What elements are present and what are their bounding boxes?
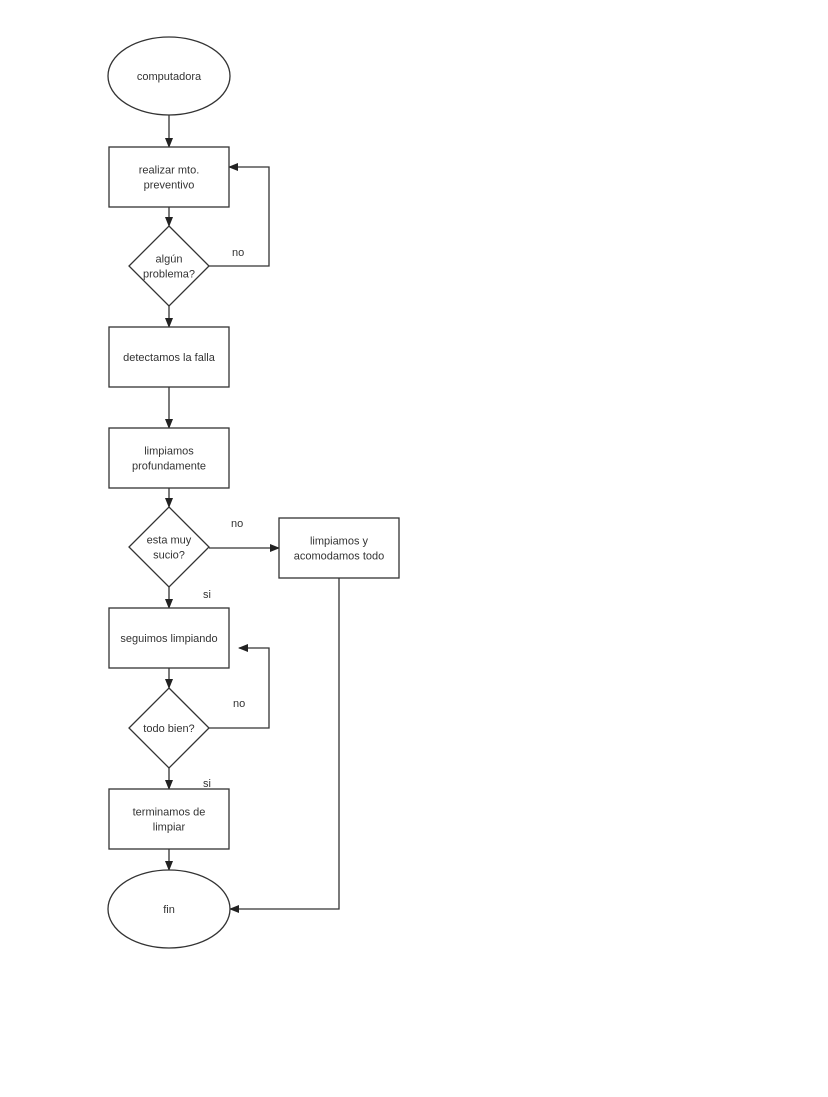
node-label: sucio? xyxy=(153,550,185,562)
node-fin: fin xyxy=(107,869,231,949)
edge-label-si: si xyxy=(203,589,211,601)
terminal-ellipse xyxy=(107,869,231,949)
node-label: todo bien? xyxy=(143,723,194,735)
decision-diamond xyxy=(128,506,210,588)
node-label: algún xyxy=(156,254,183,266)
node-profundo: limpiamos profundamente xyxy=(108,427,230,489)
edge-problema-to-mto xyxy=(209,163,270,267)
node-label: limpiamos y xyxy=(310,536,369,548)
node-acomodamos: limpiamos y acomodamos todo xyxy=(278,517,400,579)
node-label: limpiamos xyxy=(144,446,194,458)
node-label: problema? xyxy=(143,269,195,281)
node-label: seguimos limpiando xyxy=(120,633,217,645)
edge-label-si: si xyxy=(203,778,211,790)
edge-label-no: no xyxy=(231,518,243,530)
node-label: esta muy xyxy=(147,535,192,547)
node-label: computadora xyxy=(137,71,202,83)
node-label: profundamente xyxy=(132,461,206,473)
process-box xyxy=(108,326,230,388)
node-label: realizar mto. xyxy=(139,165,200,177)
node-sucio: esta muy sucio? xyxy=(128,506,210,588)
node-seguimos: seguimos limpiando xyxy=(108,607,230,669)
node-label: limpiar xyxy=(153,822,186,834)
decision-diamond xyxy=(128,687,210,769)
node-start: computadora xyxy=(107,36,231,116)
node-label: terminamos de xyxy=(133,807,206,819)
edge-acomodamos-to-fin xyxy=(229,578,340,913)
node-mto: realizar mto. preventivo xyxy=(108,146,230,208)
edge-label-no: no xyxy=(232,247,244,259)
node-label: preventivo xyxy=(144,180,195,192)
process-box xyxy=(108,146,230,208)
node-label: acomodamos todo xyxy=(294,551,385,563)
terminal-ellipse xyxy=(107,36,231,116)
node-label: fin xyxy=(163,904,175,916)
node-bien: todo bien? xyxy=(128,687,210,769)
node-falla: detectamos la falla xyxy=(108,326,230,388)
decision-diamond xyxy=(128,225,210,307)
node-label: detectamos la falla xyxy=(123,352,216,364)
node-terminamos: terminamos de limpiar xyxy=(108,788,230,850)
process-box xyxy=(108,607,230,669)
edge-bien-to-seguimos xyxy=(209,644,270,729)
process-box xyxy=(108,788,230,850)
process-box xyxy=(108,427,230,489)
edge-label-no: no xyxy=(233,698,245,710)
node-problema: algún problema? xyxy=(128,225,210,307)
process-box xyxy=(278,517,400,579)
